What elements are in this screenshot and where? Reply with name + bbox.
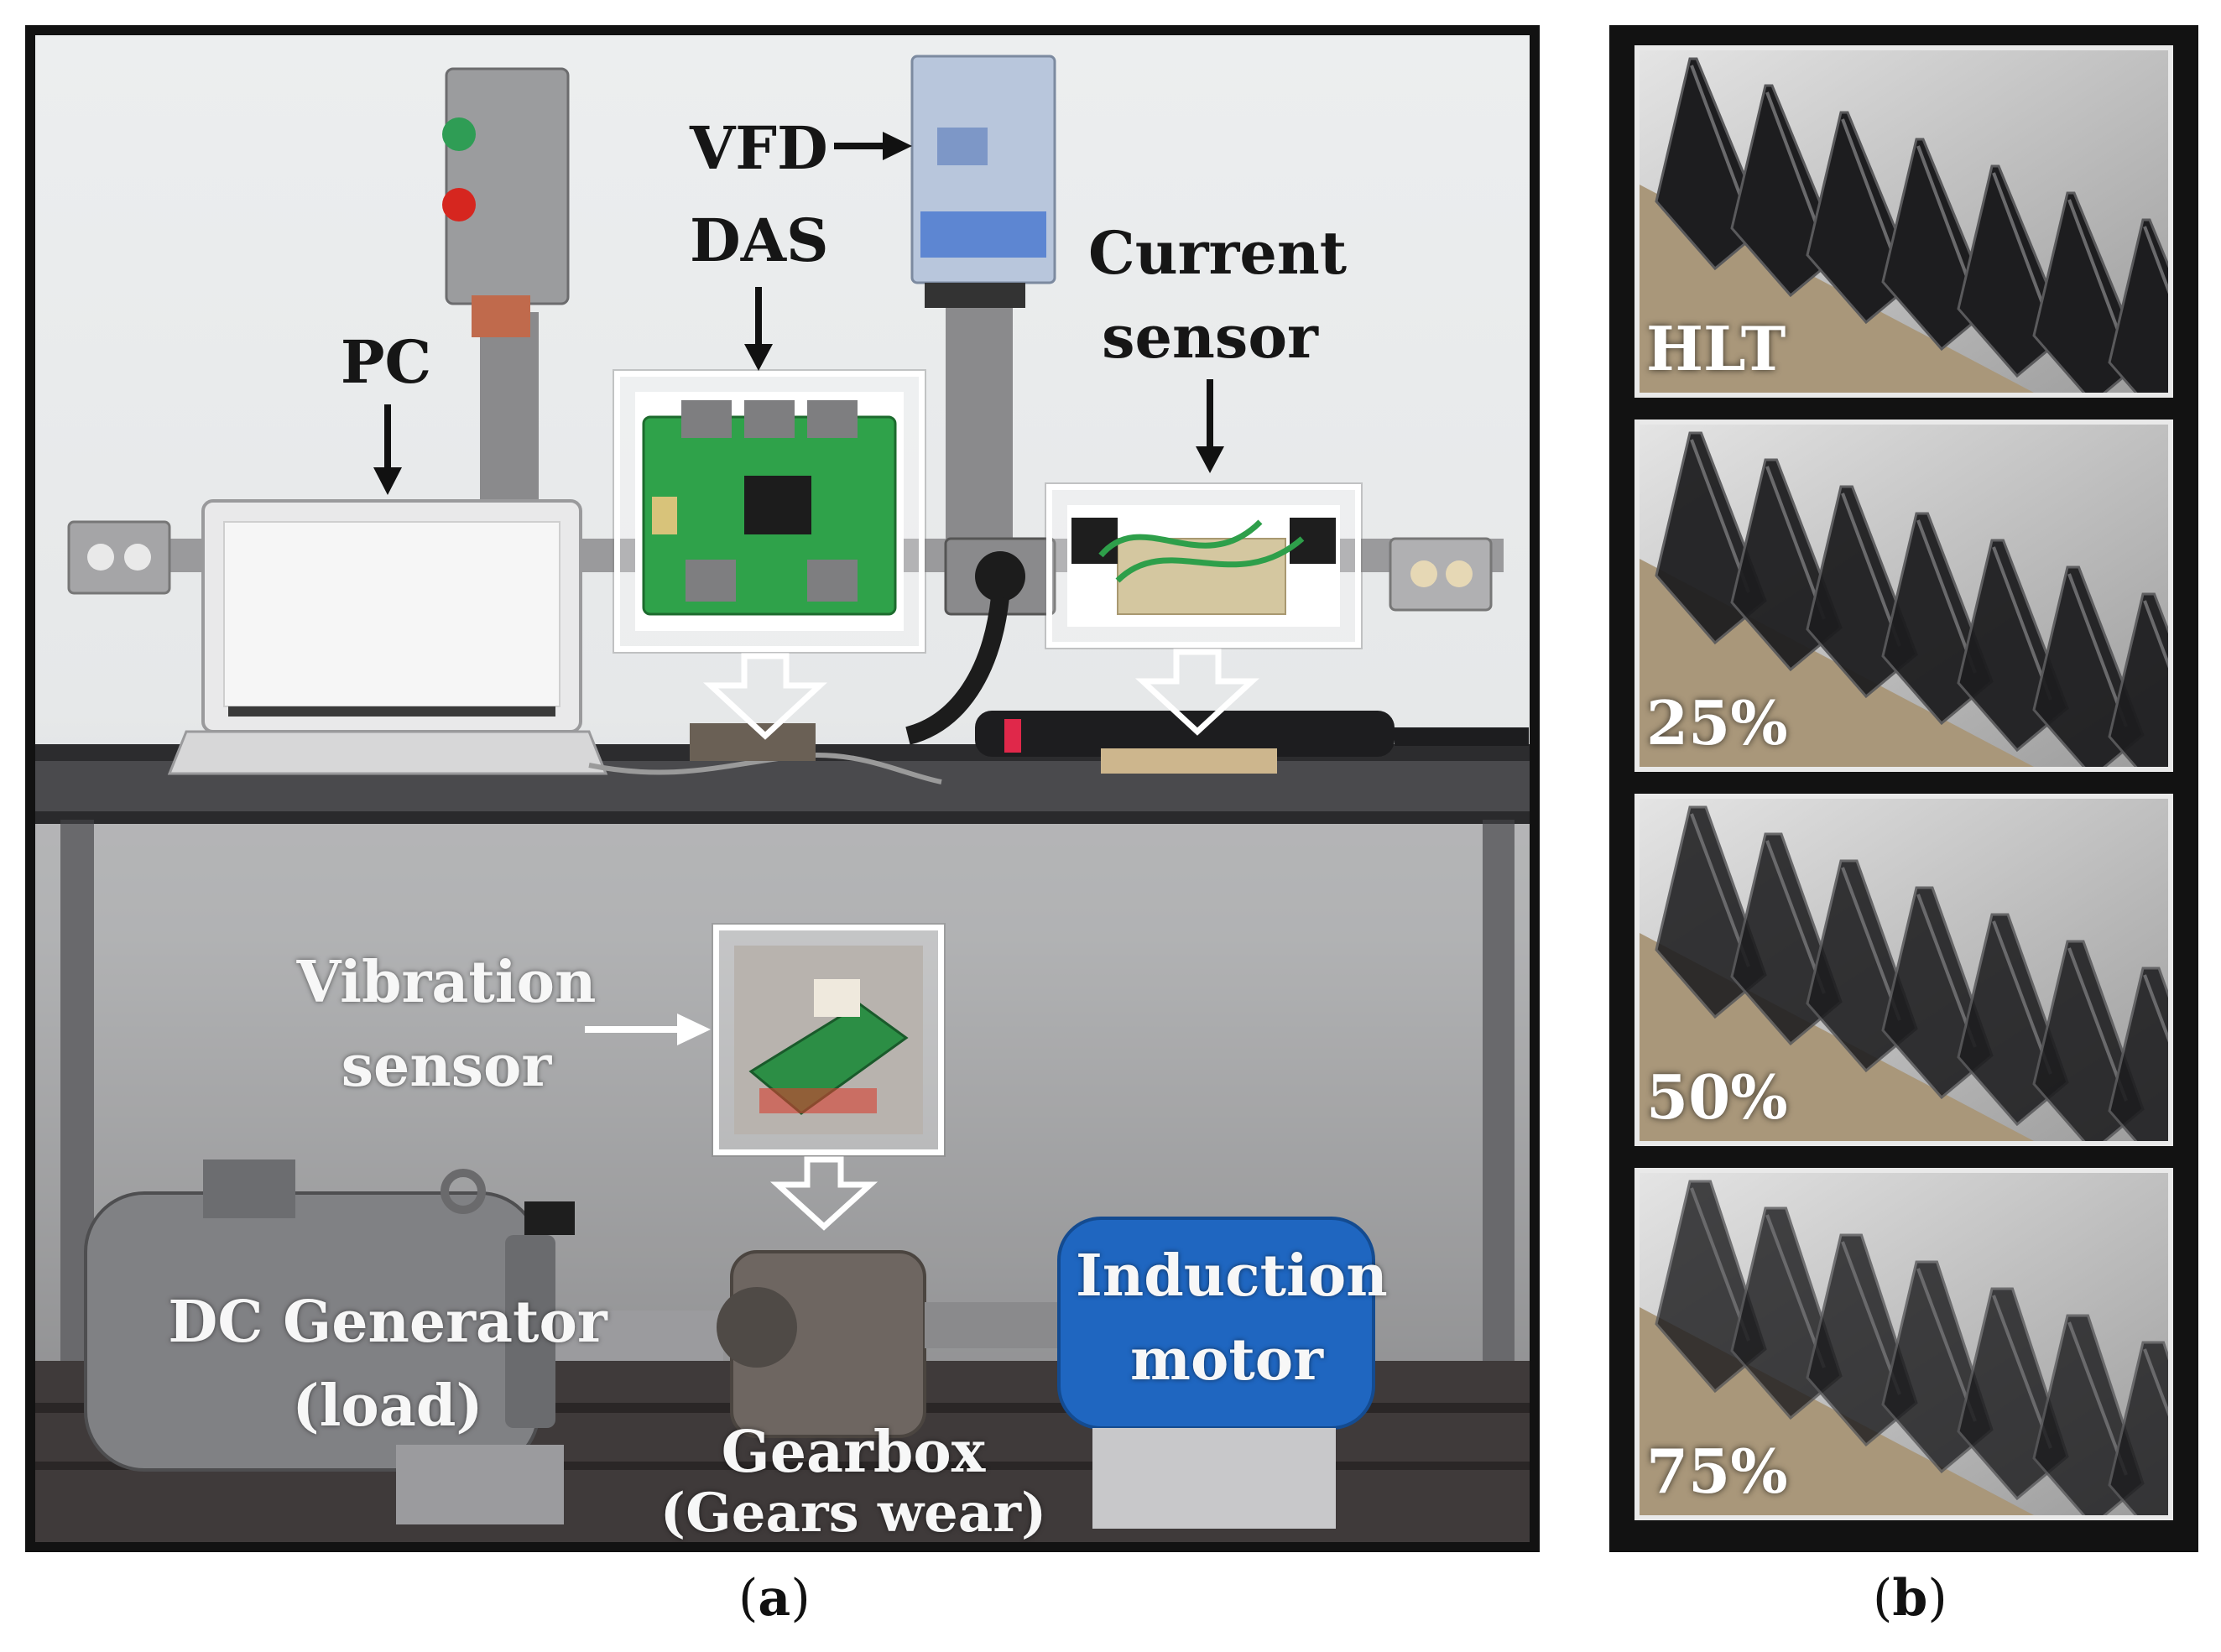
- test-bench-photo: VFD DAS Current sensor PC Vibration sens…: [25, 25, 1540, 1552]
- label-vfd: VFD: [690, 113, 828, 183]
- laptop-screen: [223, 521, 560, 707]
- caption-a: (a): [738, 1569, 811, 1628]
- label-current-sensor-line1: Current: [1088, 218, 1348, 288]
- gear-tooth: [2108, 592, 2168, 767]
- gear-tooth: [2108, 218, 2168, 393]
- gear-tooth-highlight: [2143, 600, 2168, 669]
- label-dc-generator-line1: DC Generator: [168, 1289, 607, 1356]
- current-sensor-board-photo: [1067, 505, 1340, 627]
- gear-tile-hlt: HLT: [1634, 45, 2173, 398]
- label-gearbox-line2: (Gears wear): [660, 1482, 1047, 1545]
- motor-base: [1092, 1428, 1336, 1529]
- vibration-sensor-photo: [734, 946, 923, 1134]
- gear-tooth: [2108, 1341, 2168, 1515]
- gear-tooth-highlight: [2143, 974, 2168, 1043]
- generator-foot: [396, 1445, 564, 1524]
- label-vibration-sensor-line2: sensor: [341, 1033, 552, 1100]
- start-button: [442, 117, 476, 151]
- das-inset: [614, 371, 925, 652]
- wall-outlet-right: [1389, 537, 1493, 612]
- gear-tooth: [2108, 967, 2168, 1141]
- gear-tile-50: 50%: [1634, 794, 2173, 1146]
- label-induction-motor-line1: Induction: [1076, 1243, 1388, 1310]
- das-board-photo: [635, 392, 904, 631]
- coupling-left: [555, 1311, 723, 1361]
- current-sensor-inset: [1046, 484, 1361, 648]
- label-current-sensor-line2: sensor: [1102, 302, 1318, 372]
- vibration-sensor-inset: [713, 925, 944, 1155]
- gear-label-25: 25%: [1646, 687, 1788, 758]
- vfd-post: [946, 295, 1013, 572]
- label-vibration-sensor-line1: Vibration: [296, 949, 597, 1016]
- label-dc-generator-line2: (load): [292, 1373, 483, 1440]
- laptop-base: [167, 730, 608, 775]
- label-induction-motor-line2: motor: [1130, 1326, 1323, 1394]
- gear-tile-25: 25%: [1634, 420, 2173, 772]
- label-pc: PC: [340, 327, 432, 397]
- label-das: DAS: [690, 206, 829, 275]
- gear-label-hlt: HLT: [1646, 313, 1786, 384]
- gear-wear-panel: HLT 25% 50% 75%: [1609, 25, 2198, 1552]
- gear-tile-75: 75%: [1634, 1168, 2173, 1520]
- gear-label-75: 75%: [1646, 1436, 1788, 1507]
- wall-outlet-left: [67, 520, 171, 595]
- start-stop-switch-box: [445, 67, 570, 305]
- stop-button: [442, 188, 476, 221]
- caption-b: (b): [1873, 1569, 1947, 1628]
- gear-tooth-highlight: [2143, 226, 2168, 294]
- gear-tooth-highlight: [2143, 1348, 2168, 1417]
- label-gearbox-line1: Gearbox: [721, 1419, 986, 1486]
- gear-label-50: 50%: [1646, 1061, 1788, 1133]
- coupling-right: [925, 1302, 1067, 1348]
